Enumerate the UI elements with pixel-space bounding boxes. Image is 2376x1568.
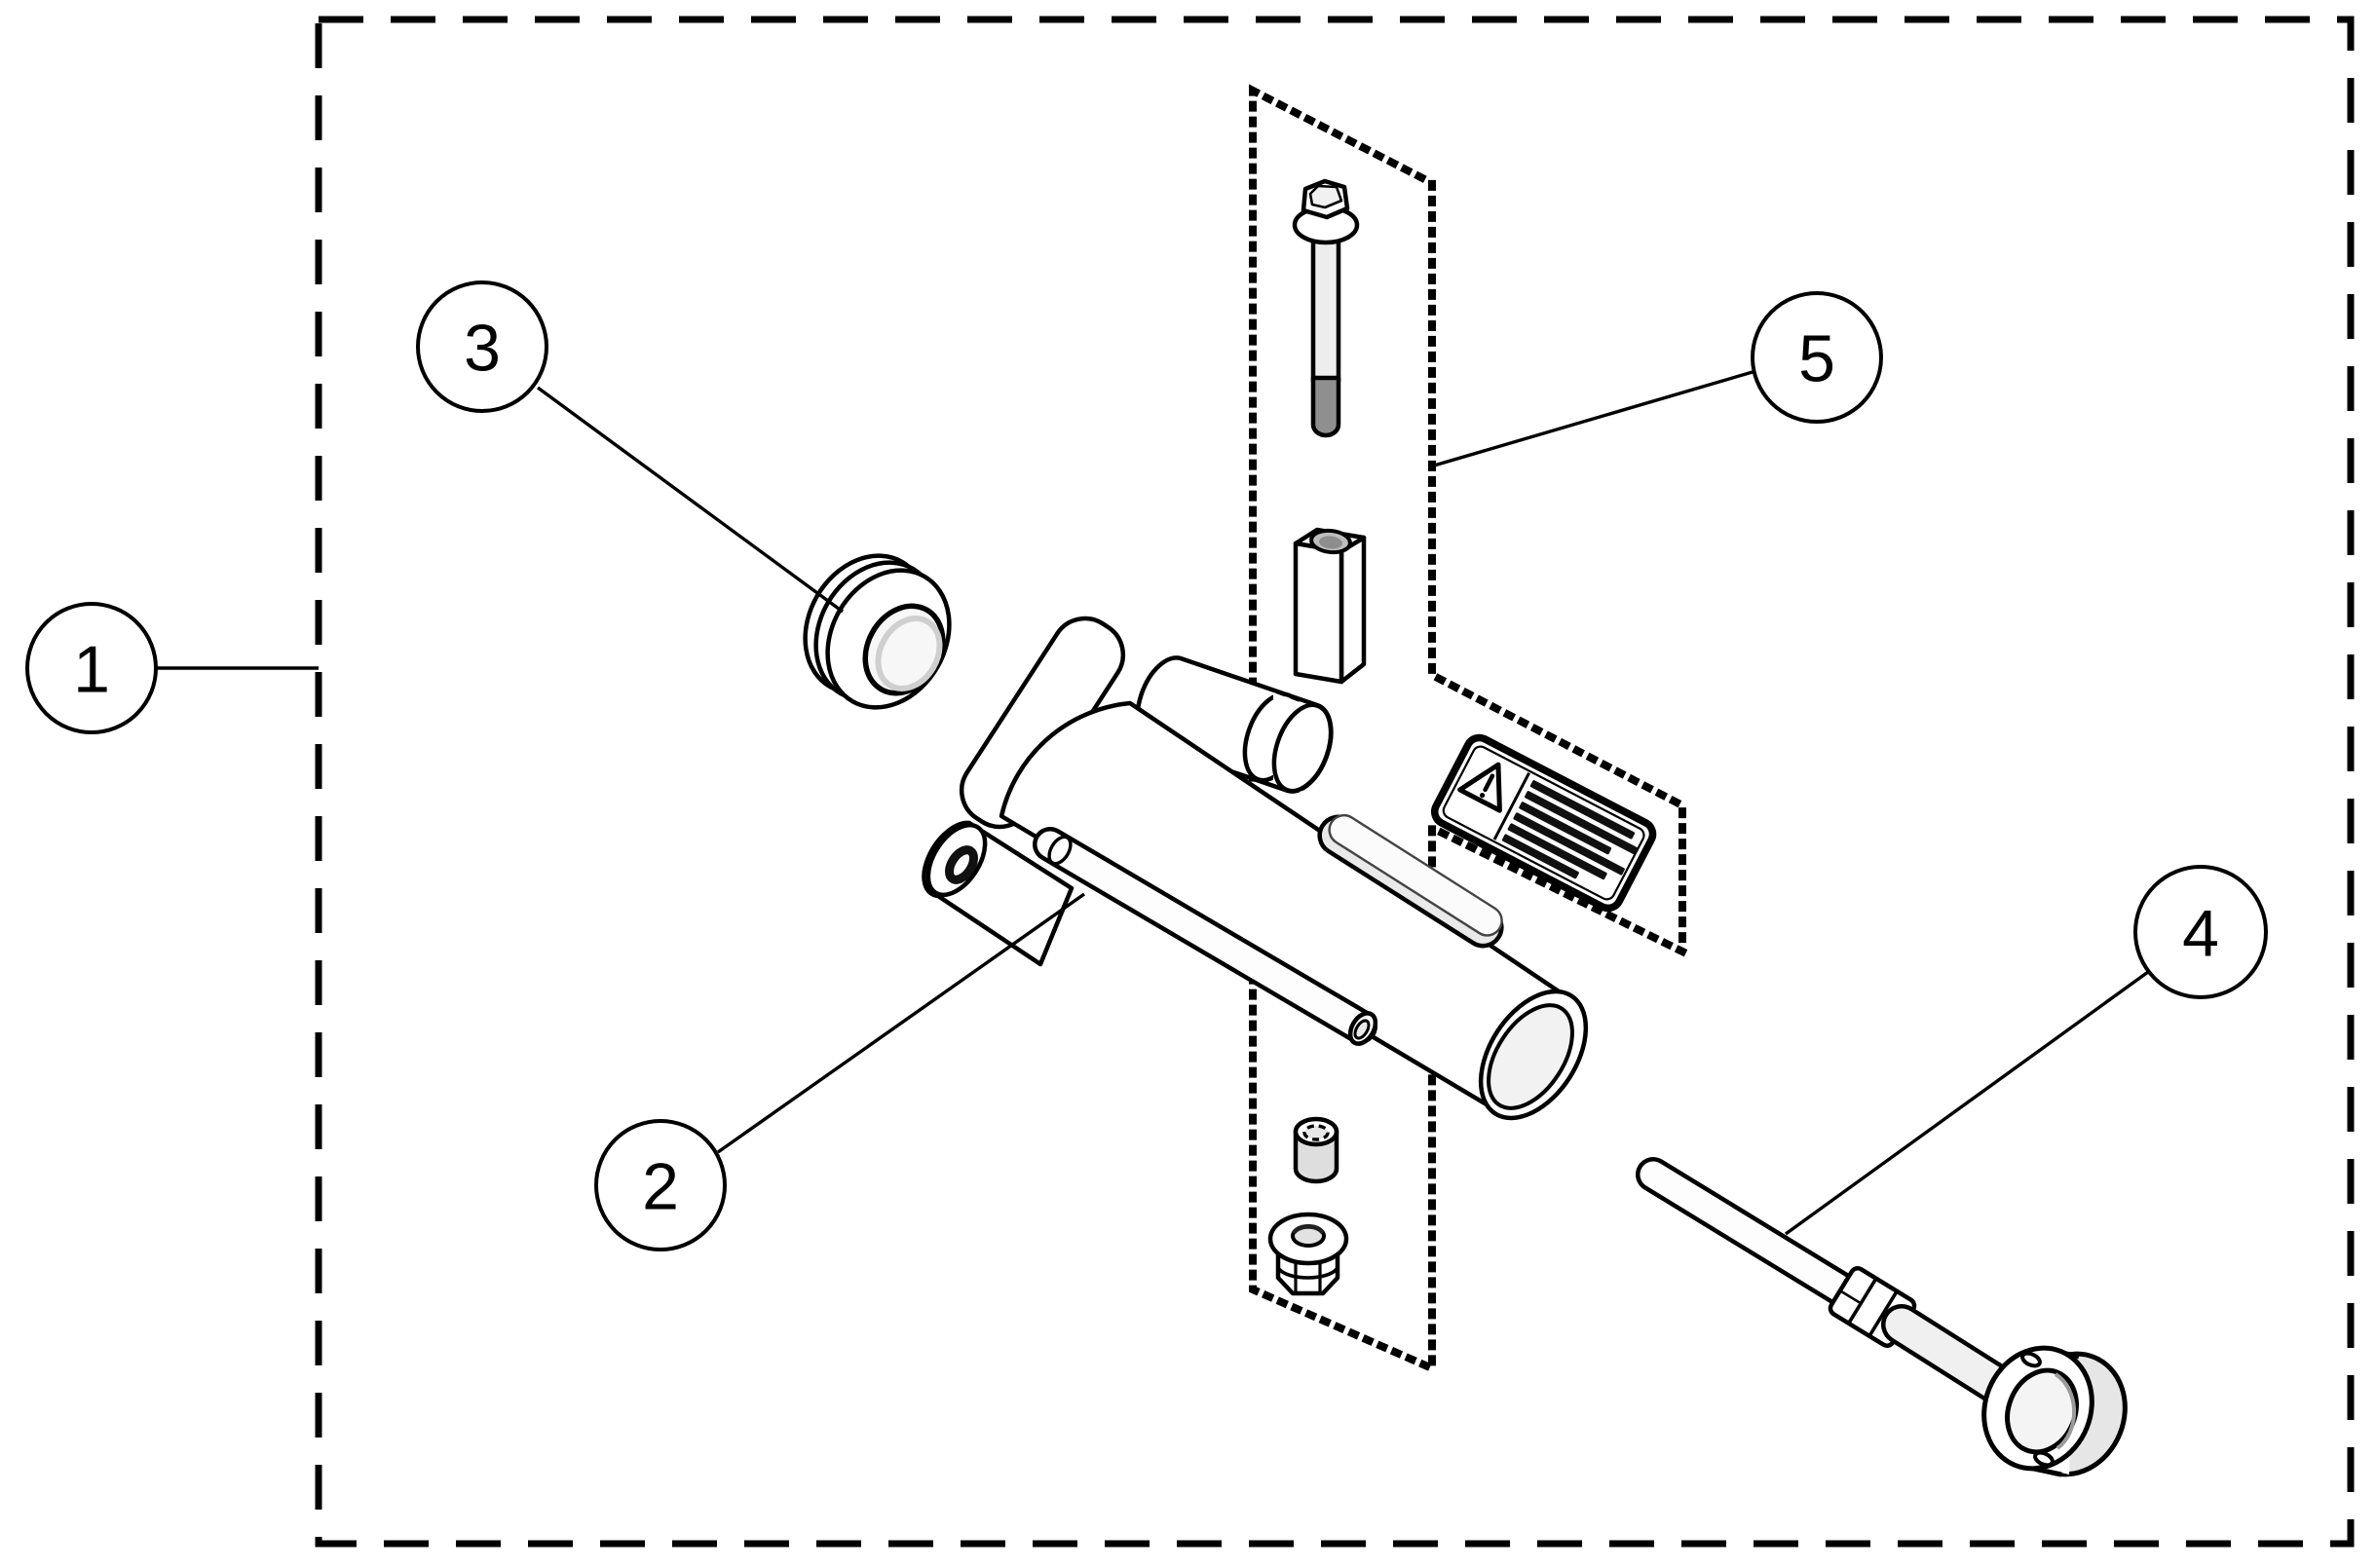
tube-slot [1317,813,1504,949]
callout-3-balloon [416,280,548,413]
weldment-pin-rod [1033,827,1378,1046]
warning-triangle-icon [1457,762,1502,813]
callout-4-leader-line [1785,970,2149,1236]
callout-1-balloon [25,602,158,734]
callout-1-number: 1 [73,632,110,706]
label-text-line [1519,802,1612,855]
main-weldment-part [922,616,1589,1121]
label-text-line [1501,834,1579,879]
label-text-line [1507,823,1607,880]
callout-2-leader-line [717,892,1085,1154]
hardware-kit-dotted-outline [1249,84,1686,1375]
callout-5: 5 [1433,291,1883,467]
callout-1: 1 [25,602,319,734]
warning-label [1430,733,1657,913]
label-text-line [1525,791,1639,855]
callouts-layer: 1 2 3 4 5 [25,280,2268,1251]
callout-3-leader-line [536,386,845,614]
callout-5-balloon [1751,291,1883,424]
weldment-upper-boss [1135,655,1334,794]
callout-4: 4 [1785,865,2268,1236]
grommet-part [803,553,952,710]
rod-ring-end [1981,1345,2128,1477]
callout-2-balloon [594,1119,727,1251]
callout-3-number: 3 [464,311,501,385]
callout-4-balloon [2133,865,2268,999]
rod-with-ring-part [1636,1157,2128,1477]
callout-2-number: 2 [642,1149,679,1223]
spacer-block-part [1293,527,1367,685]
warning-label-microtext [1501,780,1639,880]
label-text-line [1529,780,1636,840]
label-text-line [1513,812,1625,876]
flanged-nut-part [1267,1212,1349,1296]
callout-2: 2 [594,892,1085,1251]
callout-4-number: 4 [2182,896,2219,970]
flange-bolt-part [1292,178,1360,438]
callout-5-leader-line [1433,370,1754,467]
figure-border [315,16,2355,1548]
callout-5-number: 5 [1798,321,1835,395]
sleeve-nut-part [1293,1116,1339,1184]
callout-3: 3 [416,280,845,614]
